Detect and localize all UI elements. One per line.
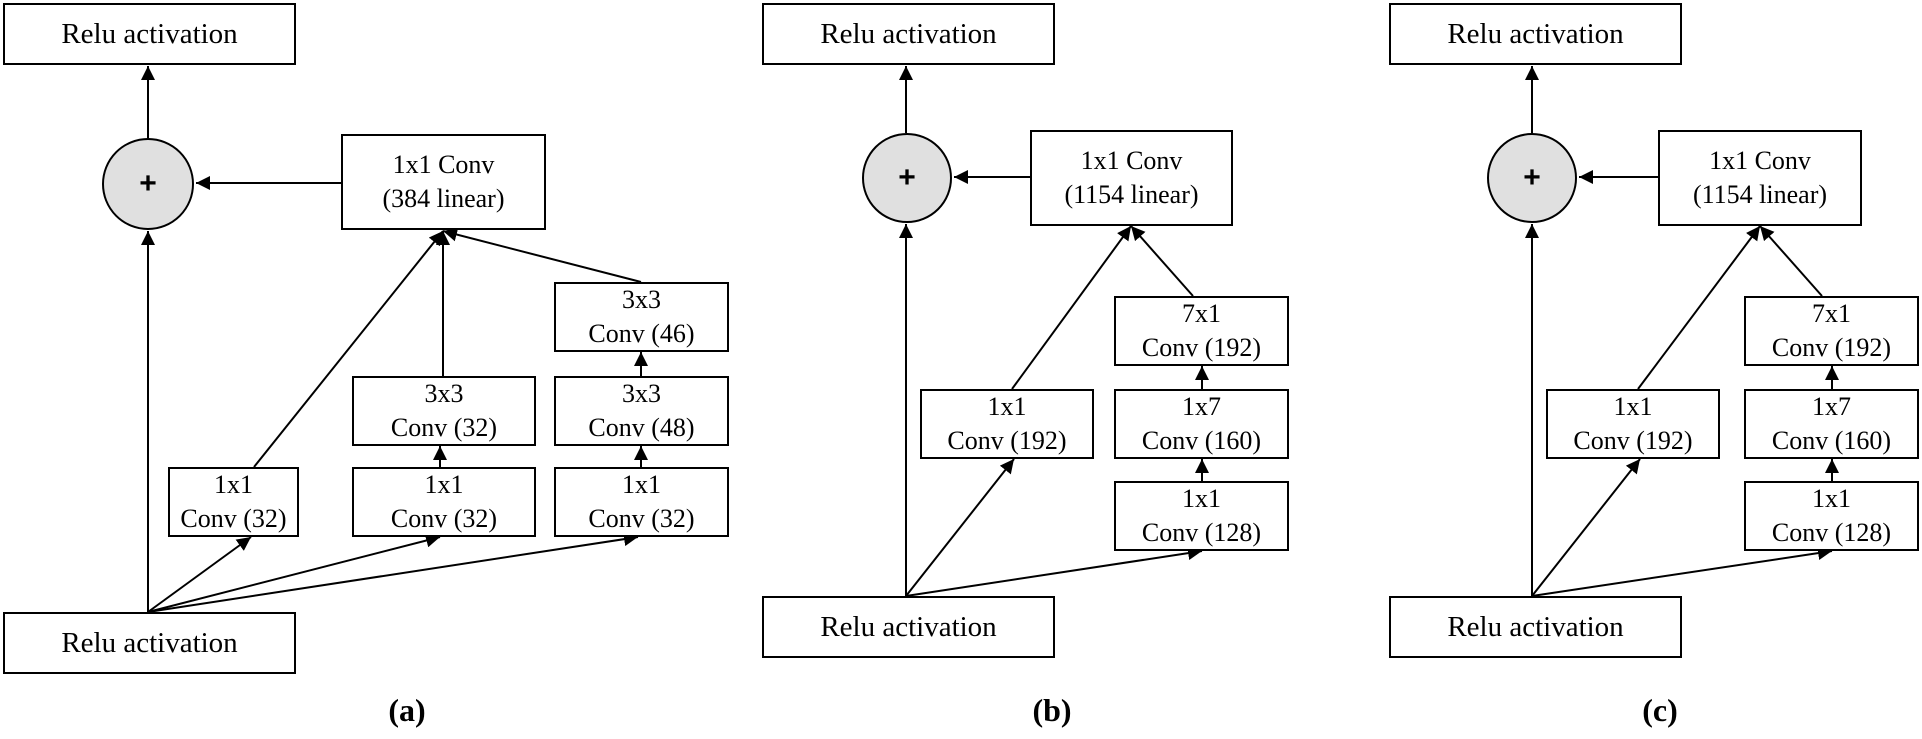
- panel-b-add-node: +: [862, 133, 952, 223]
- panel-a-output-conv-line1: 1x1 Conv: [392, 150, 495, 179]
- panel-a-branch1-conv-1x1-kernel: 1x1: [214, 470, 253, 499]
- panel-c-caption: (c): [1642, 692, 1678, 728]
- panel-b-relu-input: Relu activation: [762, 596, 1055, 658]
- panel-c-branch1-conv-1x1: 1x1 Conv (192): [1546, 389, 1720, 459]
- panel-a-branch3-conv-3x3-a: 3x3 Conv (48): [554, 376, 729, 446]
- panel-b-arrow-b2-to-conv: [1130, 225, 1194, 297]
- panel-a-output-conv: 1x1 Conv (384 linear): [341, 134, 546, 230]
- panel-b-relu-output-label: Relu activation: [820, 17, 997, 50]
- panel-c-branch2-conv-7x1-kernel: 7x1: [1812, 299, 1851, 328]
- panel-c-branch2-conv-1x7-kernel: 1x7: [1812, 392, 1851, 421]
- panel-c-branch1-conv-1x1-kernel: 1x1: [1613, 392, 1653, 421]
- panel-a-branch2-conv-1x1-kernel: 1x1: [424, 470, 464, 499]
- panel-a-branch3-conv-3x3-a-filters: Conv (48): [588, 413, 695, 442]
- panel-c-output-conv: 1x1 Conv (1154 linear): [1658, 130, 1862, 226]
- panel-a-branch2-conv-3x3: 3x3 Conv (32): [352, 376, 536, 446]
- panel-b-branch2-conv-1x7-filters: Conv (160): [1141, 426, 1262, 455]
- panel-b-branch1-conv-1x1-kernel: 1x1: [987, 392, 1027, 421]
- panel-a-branch3-conv-1x1: 1x1 Conv (32): [554, 467, 729, 537]
- panel-b-arrow-input-to-b1: [905, 458, 1015, 597]
- panel-c-arrow-input-to-b2: [1531, 546, 1833, 597]
- panel-a-arrow-b1-to-conv: [253, 230, 444, 468]
- panel-b-caption: (b): [1032, 692, 1072, 728]
- panel-b-branch2-conv-1x7: 1x7 Conv (160): [1114, 389, 1289, 459]
- panel-b-branch2-conv-1x7-kernel: 1x7: [1182, 392, 1221, 421]
- panel-a-branch2-conv-3x3-filters: Conv (32): [390, 413, 498, 442]
- panel-a-branch2-conv-1x1-filters: Conv (32): [390, 504, 498, 533]
- panel-a-arrow-input-to-b3: [147, 532, 639, 613]
- panel-b-output-conv-line1: 1x1 Conv: [1080, 146, 1183, 175]
- panel-c-output-conv-line1: 1x1 Conv: [1709, 146, 1811, 175]
- panel-b-branch1-conv-1x1: 1x1 Conv (192): [920, 389, 1094, 459]
- panel-c-relu-input: Relu activation: [1389, 596, 1682, 658]
- panel-b-plus-icon: +: [898, 161, 916, 194]
- panel-b-output-conv-line2: (1154 linear): [1064, 180, 1199, 209]
- panel-c-branch2-conv-1x7: 1x7 Conv (160): [1744, 389, 1919, 459]
- panel-a-plus-icon: +: [139, 167, 157, 200]
- panel-a-arrow-b3-to-conv: [442, 227, 642, 283]
- panel-c-add-node: +: [1487, 133, 1577, 223]
- panel-a-branch1-conv-1x1-filters: Conv (32): [180, 504, 287, 533]
- panel-a-arrow-input-to-b1: [147, 536, 252, 613]
- panel-a-relu-input-label: Relu activation: [61, 626, 238, 659]
- panel-a-add-node: +: [102, 138, 194, 230]
- panel-a-branch1-conv-1x1: 1x1 Conv (32): [168, 467, 299, 537]
- panel-c-branch2-conv-1x1: 1x1 Conv (128): [1744, 481, 1919, 551]
- panel-c-relu-input-label: Relu activation: [1447, 610, 1624, 643]
- panel-b-relu-input-label: Relu activation: [820, 610, 997, 643]
- panel-b-branch2-conv-1x1-kernel: 1x1: [1182, 484, 1221, 513]
- panel-b-arrow-b1-to-conv: [1011, 225, 1132, 390]
- panel-b-branch2-conv-7x1-filters: Conv (192): [1141, 333, 1262, 362]
- panel-b-branch2-conv-7x1: 7x1 Conv (192): [1114, 296, 1289, 366]
- panel-c-plus-icon: +: [1523, 161, 1541, 194]
- panel-c-arrow-b1-to-conv: [1637, 225, 1761, 390]
- panel-c-relu-output-label: Relu activation: [1447, 17, 1624, 50]
- panel-a-arrow-input-to-b2: [147, 533, 441, 613]
- panel-c-relu-output: Relu activation: [1389, 3, 1682, 65]
- panel-a-branch3-conv-3x3-b: 3x3 Conv (46): [554, 282, 729, 352]
- panel-c-branch2-conv-7x1-filters: Conv (192): [1771, 333, 1892, 362]
- panel-c-branch1-conv-1x1-filters: Conv (192): [1573, 426, 1693, 455]
- panel-b-branch2-conv-1x1: 1x1 Conv (128): [1114, 481, 1289, 551]
- panel-b-branch1-conv-1x1-filters: Conv (192): [947, 426, 1067, 455]
- panel-a-branch3-conv-3x3-a-kernel: 3x3: [622, 379, 661, 408]
- panel-b-arrow-input-to-b2: [905, 546, 1203, 597]
- panel-a-relu-output: Relu activation: [3, 3, 296, 65]
- panel-c-output-conv-line2: (1154 linear): [1692, 180, 1828, 209]
- panel-a-branch3-conv-3x3-b-filters: Conv (46): [588, 319, 695, 348]
- panel-c-branch2-conv-1x7-filters: Conv (160): [1771, 426, 1892, 455]
- panel-a-branch2-conv-1x1: 1x1 Conv (32): [352, 467, 536, 537]
- panel-c-branch2-conv-7x1: 7x1 Conv (192): [1744, 296, 1919, 366]
- panel-c-arrow-b2-to-conv: [1759, 225, 1823, 297]
- panel-b-relu-output: Relu activation: [762, 3, 1055, 65]
- panel-a-branch3-conv-1x1-filters: Conv (32): [588, 504, 695, 533]
- panel-c-branch2-conv-1x1-kernel: 1x1: [1812, 484, 1851, 513]
- panel-b-branch2-conv-1x1-filters: Conv (128): [1141, 518, 1262, 547]
- panel-c-arrow-input-to-b1: [1531, 458, 1641, 597]
- panel-c-branch2-conv-1x1-filters: Conv (128): [1771, 518, 1892, 547]
- panel-b-branch2-conv-7x1-kernel: 7x1: [1182, 299, 1221, 328]
- panel-a-branch2-conv-3x3-kernel: 3x3: [424, 379, 464, 408]
- panel-a-output-conv-line2: (384 linear): [382, 184, 505, 213]
- panel-a-relu-output-label: Relu activation: [61, 17, 238, 50]
- panel-a-branch3-conv-1x1-kernel: 1x1: [622, 470, 661, 499]
- panel-b-output-conv: 1x1 Conv (1154 linear): [1030, 130, 1233, 226]
- panel-a-relu-input: Relu activation: [3, 612, 296, 674]
- panel-a-caption: (a): [388, 692, 426, 728]
- panel-a-branch3-conv-3x3-b-kernel: 3x3: [622, 285, 661, 314]
